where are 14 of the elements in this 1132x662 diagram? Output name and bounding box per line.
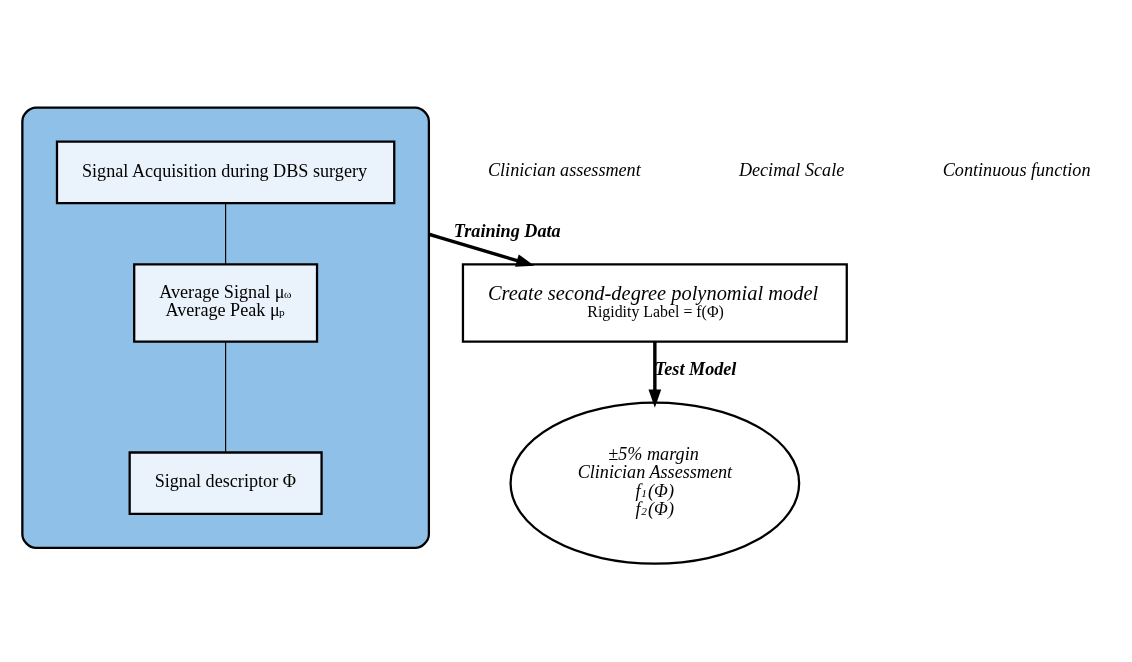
label: Clinician assessment <box>487 159 641 180</box>
arrow <box>648 341 662 408</box>
label: Decimal Scale <box>738 159 845 180</box>
node-box: Signal Acquisition during DBS surgery <box>55 140 396 205</box>
connector <box>225 202 227 265</box>
cluster <box>21 106 430 550</box>
edge-label: Training Data <box>453 220 561 241</box>
node-box: Signal descriptor Φ <box>128 451 323 515</box>
label: Continuous function <box>942 159 1091 180</box>
arrow <box>428 232 535 267</box>
connector <box>225 341 227 453</box>
node-box: Average Signal μω Average Peak μp <box>133 263 319 343</box>
node-ellipse: ±5% margin Clinician Assessment f1(Φ) f2(Φ) <box>509 401 801 565</box>
node-box: Create second-degree polynomial model Rigidity Label = f(Φ) <box>461 263 848 343</box>
